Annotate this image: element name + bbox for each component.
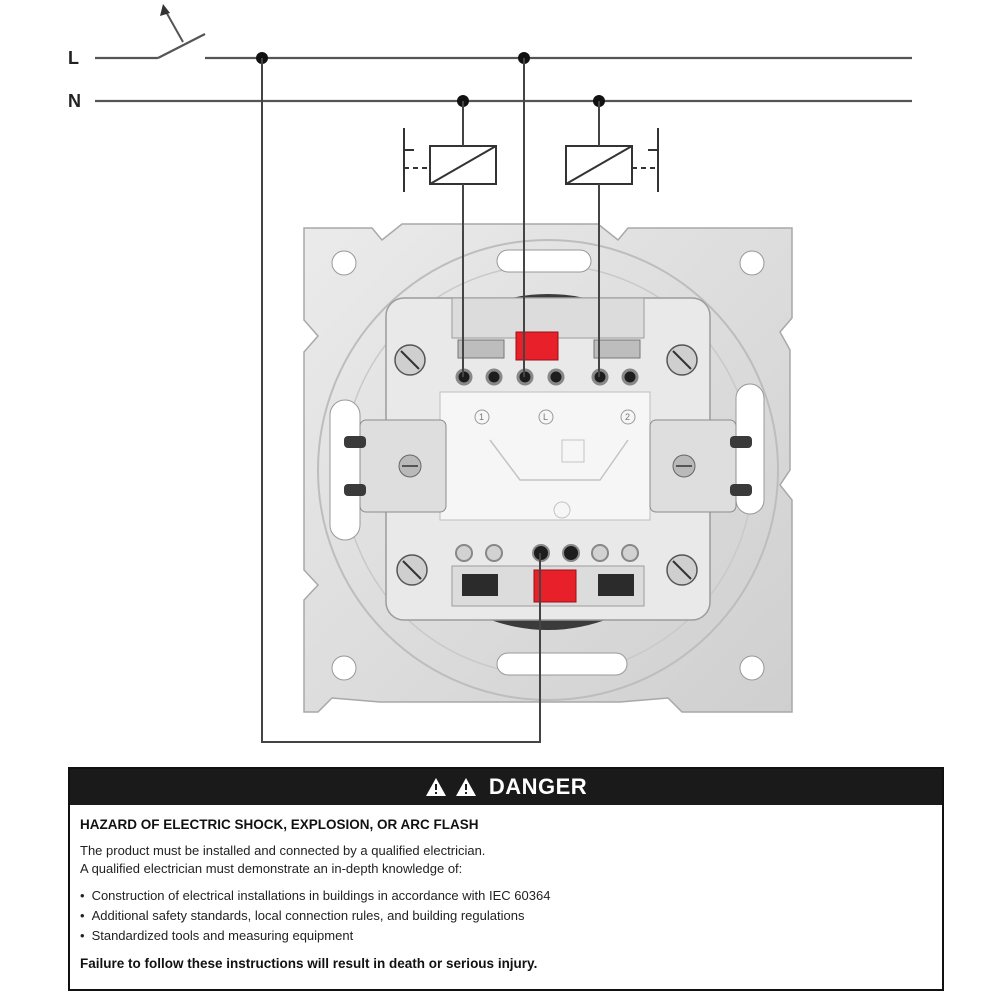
mounting-slot bbox=[329, 399, 361, 541]
line-label-n: N bbox=[68, 91, 81, 111]
danger-consequence: Failure to follow these instructions wil… bbox=[80, 956, 538, 971]
danger-bullet-list: Construction of electrical installations… bbox=[80, 886, 932, 946]
lamp-2 bbox=[565, 128, 659, 192]
junction-dots bbox=[256, 52, 605, 107]
mounting-slot bbox=[496, 652, 628, 676]
switch-device: 1 L 2 bbox=[303, 223, 793, 713]
line-label-l: L bbox=[68, 48, 79, 68]
mounting-hole bbox=[739, 250, 765, 276]
terminal-label-1: 1 bbox=[479, 412, 484, 422]
danger-bullet: Construction of electrical installations… bbox=[80, 886, 932, 906]
danger-bullet: Standardized tools and measuring equipme… bbox=[80, 926, 932, 946]
danger-body: HAZARD OF ELECTRIC SHOCK, EXPLOSION, OR … bbox=[70, 805, 942, 971]
mounting-hole bbox=[331, 250, 357, 276]
wiring-diagram: L N bbox=[68, 4, 912, 743]
danger-bullet: Additional safety standards, local conne… bbox=[80, 906, 932, 926]
main-switch-arrow-icon bbox=[160, 4, 184, 43]
phase-line bbox=[95, 33, 912, 60]
warning-triangle-icon bbox=[455, 778, 476, 796]
mounting-hole bbox=[739, 655, 765, 681]
terminal-label-2: 2 bbox=[625, 412, 630, 422]
hazard-heading: HAZARD OF ELECTRIC SHOCK, EXPLOSION, OR … bbox=[80, 817, 479, 832]
mounting-hole bbox=[331, 655, 357, 681]
mounting-slot bbox=[496, 249, 592, 273]
danger-header: DANGER bbox=[70, 769, 942, 805]
danger-paragraph: A qualified electrician must demonstrate… bbox=[80, 861, 463, 876]
warning-triangle-icon bbox=[425, 778, 446, 796]
terminal-label-l: L bbox=[543, 412, 548, 422]
danger-notice: DANGER HAZARD OF ELECTRIC SHOCK, EXPLOSI… bbox=[68, 767, 944, 991]
lamp-1 bbox=[403, 128, 497, 192]
terminal-release-red-top[interactable] bbox=[515, 331, 559, 361]
wires bbox=[261, 58, 600, 743]
danger-title: DANGER bbox=[488, 774, 588, 799]
fixing-screws bbox=[394, 344, 698, 586]
danger-paragraph: The product must be installed and connec… bbox=[80, 843, 486, 858]
